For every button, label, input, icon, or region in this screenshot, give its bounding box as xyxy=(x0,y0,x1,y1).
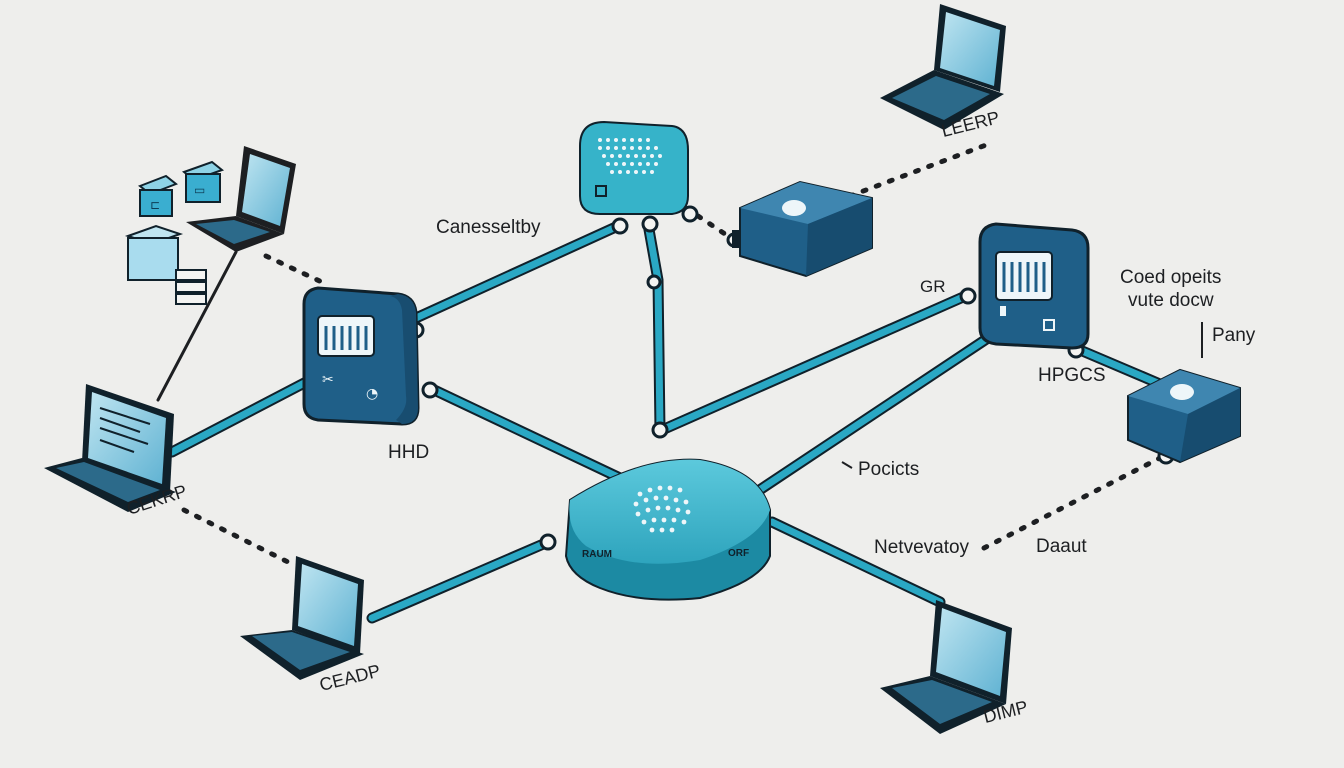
svg-text:✂: ✂ xyxy=(322,372,334,388)
folder-cube-icon: ▭ xyxy=(181,160,225,203)
label-gr: GR xyxy=(920,277,946,296)
central-hub-icon: RAUM ORF xyxy=(564,458,771,601)
cloud-cube-icon xyxy=(124,224,184,281)
label-netvevatoy: Netvevatoy xyxy=(874,537,970,558)
storage-cube-icon: ⊏ xyxy=(138,174,178,217)
svg-text:⊏: ⊏ xyxy=(150,198,160,212)
label-vute-docw: vute docw xyxy=(1128,290,1214,311)
label-hpgcs: HPGCS xyxy=(1038,365,1106,386)
cable-left-switch-to-laptop-left xyxy=(166,374,316,458)
arrow-mark-pocicts xyxy=(841,461,853,469)
label-pocicts: Pocicts xyxy=(858,459,920,480)
laptop-top-right-icon xyxy=(880,4,1006,130)
document-stack-icon xyxy=(175,269,207,305)
laptop-left-icon xyxy=(44,384,176,512)
laptop-top-left-icon xyxy=(186,146,296,252)
label-pany: Pany xyxy=(1212,325,1256,346)
cable-top-device-down xyxy=(642,218,666,436)
svg-text:◔: ◔ xyxy=(366,386,378,402)
cable-top-left-laptop-down xyxy=(156,250,238,402)
cable-hub-to-laptop-bottom-right xyxy=(766,516,946,608)
label-daaut: Daaut xyxy=(1036,536,1087,557)
laptop-bottom-left-icon xyxy=(240,556,364,680)
label-coed-opeits: Coed opeits xyxy=(1120,267,1222,288)
label-hhd: HHD xyxy=(388,442,430,463)
dashed-link-upper-left xyxy=(263,253,329,287)
label-canesselty: Canesseltby xyxy=(436,217,541,238)
right-switch-icon xyxy=(978,222,1090,350)
hub-right-tag: ORF xyxy=(728,548,749,559)
router-box-top-icon xyxy=(732,180,873,278)
cable-hub-to-laptop-bottom-left xyxy=(366,536,554,624)
hub-left-tag: RAUM xyxy=(582,549,612,560)
network-cables xyxy=(156,218,1166,624)
cable-left-switch-to-hub xyxy=(424,382,626,484)
dashed-link-left-laptop xyxy=(181,507,299,569)
laptop-bottom-right-icon xyxy=(880,600,1012,734)
router-box-right-icon xyxy=(1127,368,1241,464)
dashed-link-to-top-laptop xyxy=(847,139,997,199)
cable-left-switch-to-top-device xyxy=(410,220,624,324)
dashed-link-bottom-right xyxy=(981,455,1163,551)
left-switch-icon: ✂ ◔ xyxy=(302,286,420,426)
top-network-device-icon xyxy=(579,120,689,215)
svg-text:▭: ▭ xyxy=(194,183,205,197)
cable-center-to-right-switch xyxy=(656,288,976,436)
dashed-connectors xyxy=(181,139,1163,569)
cable-hub-to-right-switch xyxy=(746,324,1006,501)
cable-right-switch-to-right-box xyxy=(1074,344,1166,390)
